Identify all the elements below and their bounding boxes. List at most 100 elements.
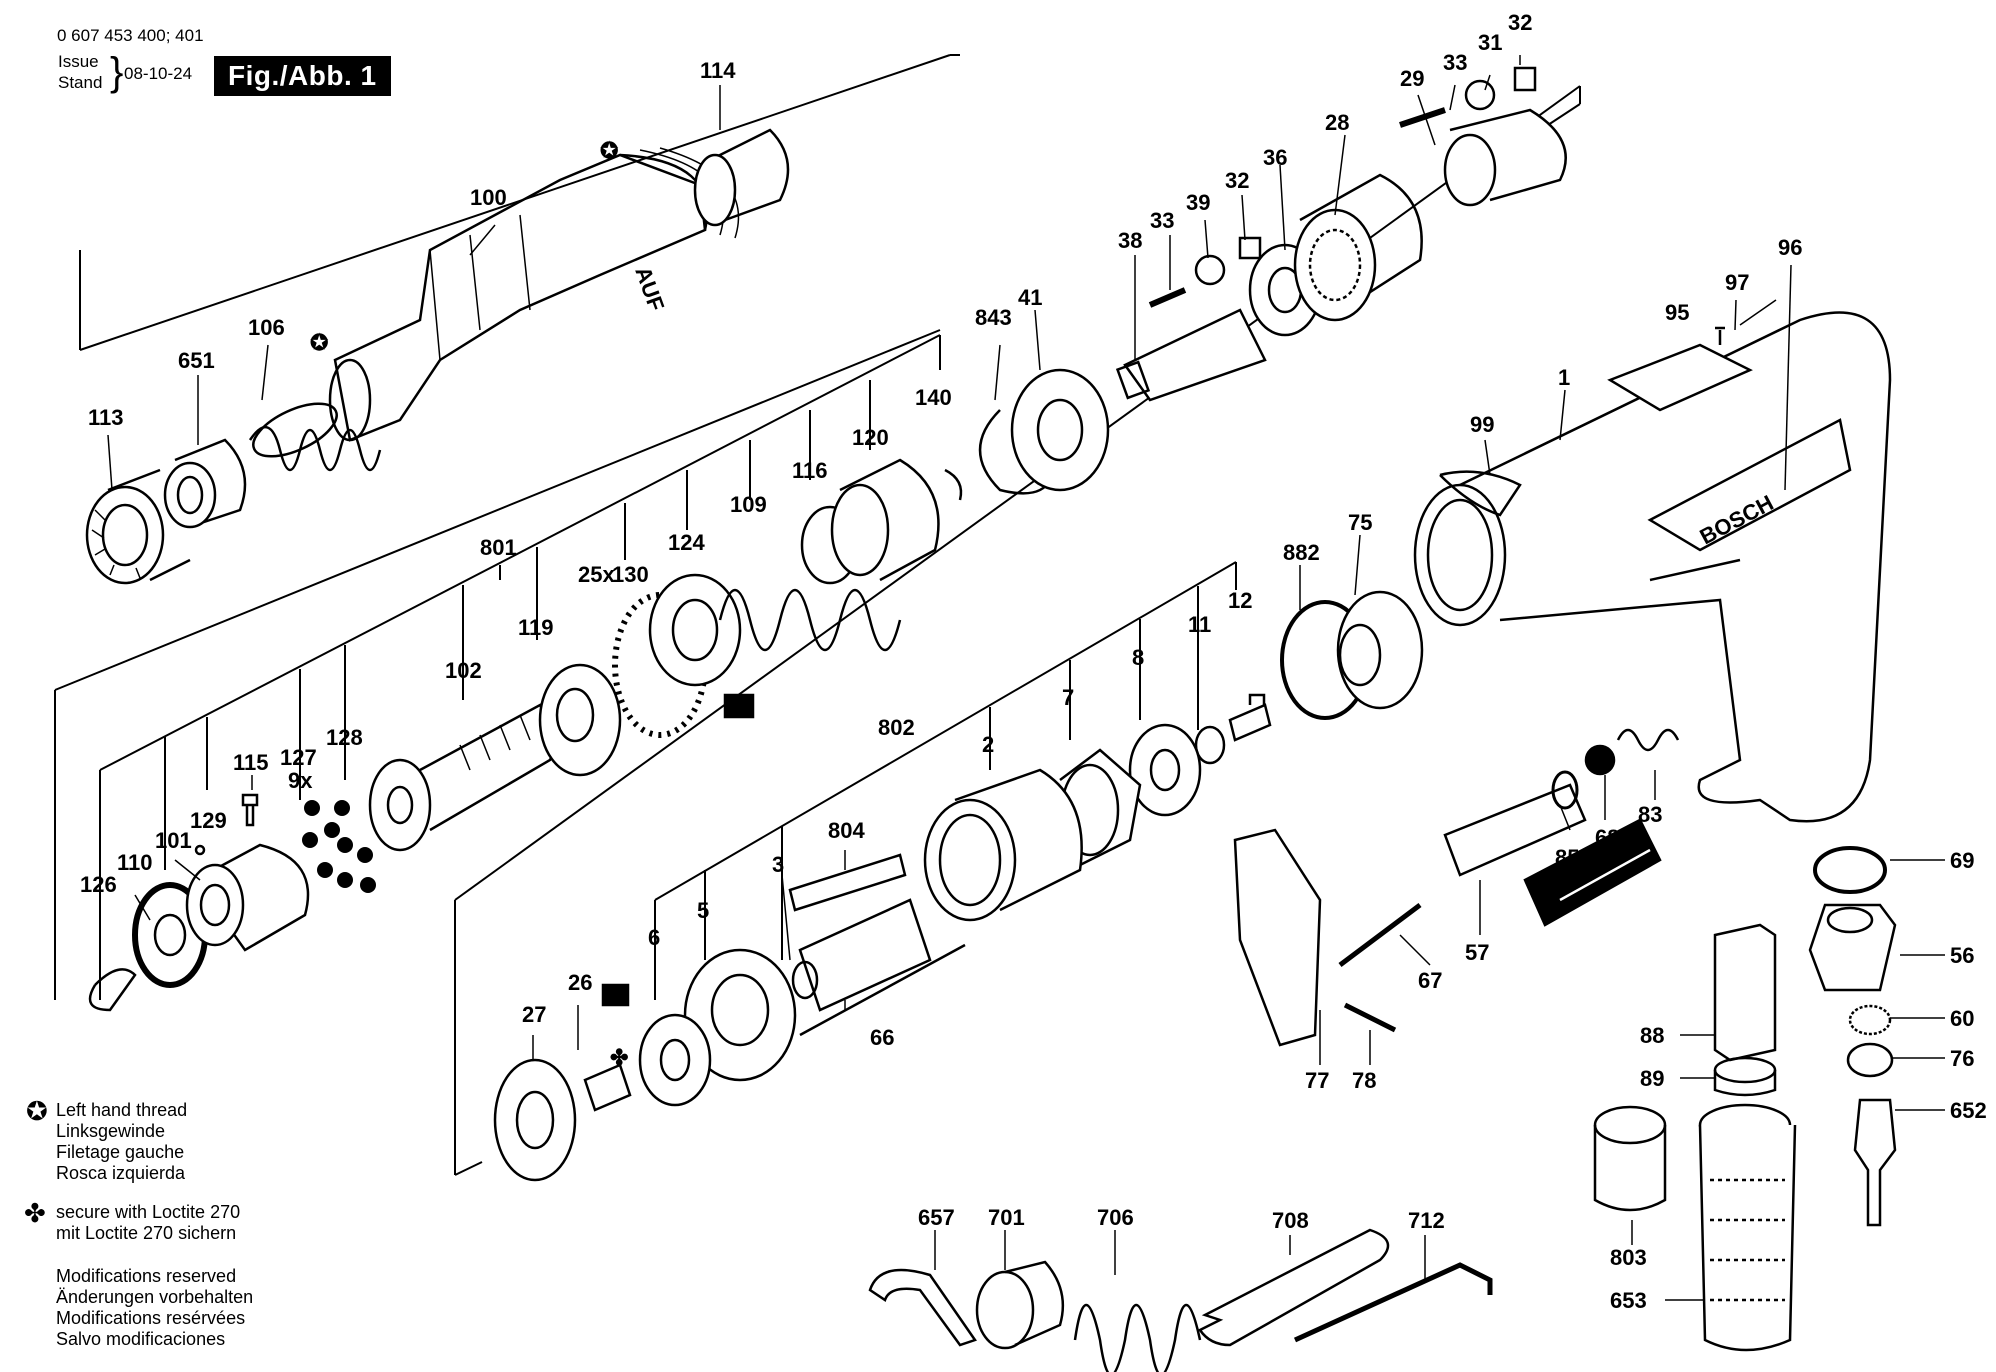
label-140: 140 <box>915 385 952 410</box>
issue-label: Issue <box>58 52 99 71</box>
label-60: 60 <box>1950 1006 1974 1031</box>
star-circle-icon: ✪ <box>310 330 329 355</box>
label-39: 39 <box>1186 190 1210 215</box>
clover-icon: ✤ <box>24 1198 46 1228</box>
label-75: 75 <box>1348 510 1372 535</box>
part-28-ring-gear <box>1293 173 1423 322</box>
label-27: 27 <box>522 1002 546 1027</box>
part-651-sleeve <box>163 438 247 529</box>
part-labels: 114 100 106 651 113 32 31 33 29 28 36 32… <box>80 10 1987 1313</box>
star-circle-icon: ✪ <box>26 1096 48 1126</box>
label-803: 803 <box>1610 1245 1647 1270</box>
part-101-housing <box>185 843 310 952</box>
star-circle-icon: ✪ <box>600 138 619 163</box>
part-33-pin <box>1148 287 1187 308</box>
part-5-endplate <box>683 948 797 1082</box>
label-120: 120 <box>852 425 889 450</box>
label-1: 1 <box>1558 365 1570 390</box>
part-657-clip <box>868 1268 977 1347</box>
part-32-gear <box>1513 66 1537 92</box>
label-708: 708 <box>1272 1208 1309 1233</box>
label-96: 96 <box>1778 235 1802 260</box>
label-113: 113 <box>88 405 124 430</box>
label-36: 36 <box>1263 145 1287 170</box>
part-102-shaft <box>368 703 555 852</box>
part-803-plug <box>1593 1105 1667 1212</box>
brace: } <box>110 50 124 94</box>
part-653-silencer <box>1698 1103 1797 1352</box>
label-12: 12 <box>1228 588 1252 613</box>
detail-block <box>601 983 630 1007</box>
part-804-vane <box>788 853 907 912</box>
part-855-oring <box>1551 770 1579 810</box>
part-number: 0 607 453 400; 401 <box>57 26 204 45</box>
part-708-wrench <box>1198 1228 1390 1347</box>
part-33-pin <box>1399 107 1446 128</box>
label-843: 843 <box>975 305 1012 330</box>
part-701-sleeve <box>975 1260 1065 1350</box>
part-89-cap <box>1713 1056 1777 1097</box>
label-115: 115 <box>233 750 269 775</box>
part-2-cylinder <box>923 768 1083 922</box>
label-100: 100 <box>470 185 507 210</box>
part-60-filter <box>1848 1004 1892 1036</box>
marking-auf: AUF <box>630 263 669 314</box>
leader-lines <box>99 55 1945 1301</box>
part-83-spring <box>1616 728 1680 752</box>
part-75-ring <box>1336 590 1424 710</box>
part-57-valve-stem <box>1443 783 1587 877</box>
part-26-gear <box>583 1063 632 1112</box>
part-8-bearing <box>1128 723 1202 817</box>
part-100-spindle: AUF <box>328 147 740 442</box>
leader-tree-802 <box>654 561 1237 1000</box>
label-83: 83 <box>1638 802 1662 827</box>
part-69-oring <box>1813 846 1887 894</box>
legend-modifications: Modifications reserved Änderungen vorbeh… <box>56 1266 254 1349</box>
label-706: 706 <box>1097 1205 1134 1230</box>
part-67-pin <box>1338 903 1422 967</box>
part-31-gear <box>1464 79 1496 111</box>
part-12-screw <box>1228 693 1272 742</box>
part-129-ball <box>194 844 206 856</box>
label-129: 129 <box>190 808 227 833</box>
label-97: 97 <box>1725 270 1749 295</box>
label-66: 66 <box>870 1025 894 1050</box>
label-31: 31 <box>1478 30 1502 55</box>
part-97-screw <box>1715 326 1725 345</box>
part-11-washer <box>1194 725 1226 765</box>
part-127-balls <box>302 800 376 893</box>
label-8: 8 <box>1132 645 1144 670</box>
part-106-spring <box>248 402 382 472</box>
part-126-clip <box>88 968 137 1012</box>
detail-block <box>723 693 755 719</box>
label-109: 109 <box>730 492 767 517</box>
label-89: 89 <box>1640 1066 1664 1091</box>
part-56-fitting <box>1808 903 1897 992</box>
qty-127: 9x <box>288 768 313 793</box>
part-27-washer <box>493 1058 577 1182</box>
label-126: 126 <box>80 872 117 897</box>
label-29: 29 <box>1400 66 1424 91</box>
label-652: 652 <box>1950 1098 1987 1123</box>
part-66-pin <box>799 943 966 1037</box>
label-106: 106 <box>248 315 285 340</box>
part-652-nozzle <box>1853 1098 1897 1227</box>
label-101: 101 <box>155 828 192 853</box>
label-68: 68 <box>1595 825 1619 850</box>
label-88: 88 <box>1640 1023 1664 1048</box>
label-114: 114 <box>700 58 736 83</box>
label-855: 855 <box>1555 845 1592 870</box>
legend-left-hand-thread: Left hand thread Linksgewinde Filetage g… <box>56 1100 188 1183</box>
part-39-gear <box>1194 254 1226 286</box>
part-88-filter <box>1713 923 1777 1062</box>
label-5: 5 <box>697 898 709 923</box>
label-67: 67 <box>1418 968 1442 993</box>
part-76-ring <box>1846 1042 1894 1078</box>
part-124-ring <box>648 573 742 687</box>
part-706-spring <box>1073 1304 1202 1372</box>
label-6: 6 <box>648 925 660 950</box>
label-57: 57 <box>1465 940 1489 965</box>
part-99-band <box>1439 470 1522 517</box>
